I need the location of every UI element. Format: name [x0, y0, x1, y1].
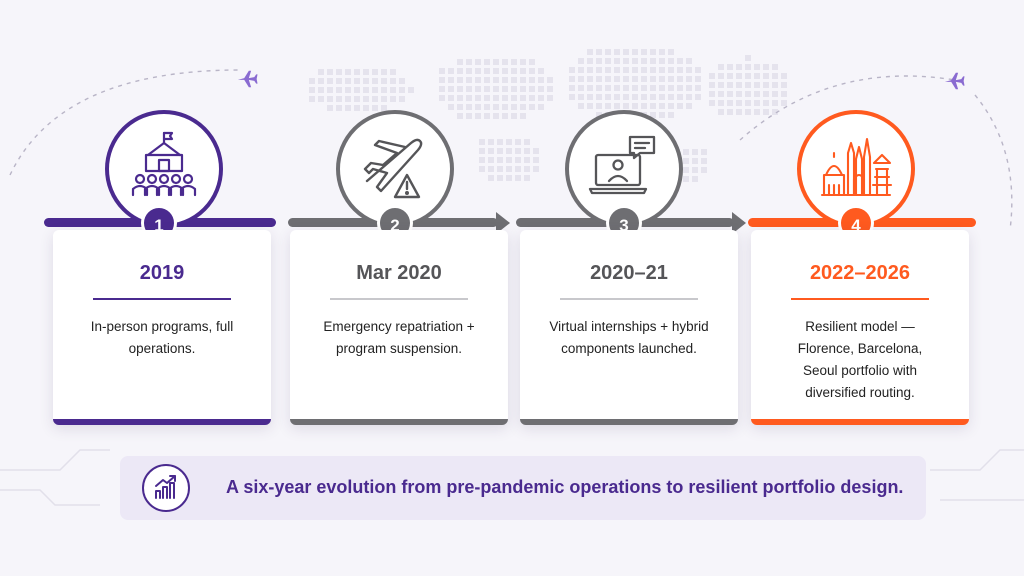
summary-text: A six-year evolution from pre-pandemic o… — [226, 477, 904, 497]
step-3-description: Virtual internships + hybrid components … — [549, 319, 709, 356]
step-2-title: Mar 2020 — [356, 262, 442, 284]
step-1-title: 2019 — [139, 262, 185, 284]
timeline-arrow — [496, 212, 510, 234]
divider — [560, 298, 698, 300]
step-4-description: Resilient model — Florence, Barcelona, S… — [797, 319, 923, 400]
divider — [93, 298, 231, 300]
airplane-icon — [944, 72, 965, 90]
city-landmarks-icon — [820, 137, 893, 197]
laptop-chat-icon — [588, 135, 656, 195]
step-3-card: 2020–21 Virtual internships + hybrid com… — [520, 230, 738, 425]
plane-warning-icon — [363, 138, 423, 199]
step-4-title: 2022–2026 — [809, 262, 911, 284]
step-1-icon-circle — [105, 110, 223, 228]
step-1-description: In-person programs, full operations. — [90, 319, 234, 356]
step-4-card: 2022–2026 Resilient model — Florence, Ba… — [751, 230, 969, 425]
step-2-card: Mar 2020 Emergency repatriation + progra… — [290, 230, 508, 425]
step-1-card: 2019 In-person programs, full operations… — [53, 230, 271, 425]
campus-group-icon — [131, 131, 197, 197]
summary-banner: A six-year evolution from pre-pandemic o… — [120, 456, 926, 520]
divider — [791, 298, 929, 300]
airplane-icon — [237, 70, 258, 88]
growth-chart-icon — [142, 464, 190, 512]
step-2-description: Emergency repatriation + program suspens… — [323, 319, 475, 356]
timeline-arrow — [732, 212, 746, 234]
divider — [330, 298, 468, 300]
step-3-title: 2020–21 — [590, 262, 668, 284]
